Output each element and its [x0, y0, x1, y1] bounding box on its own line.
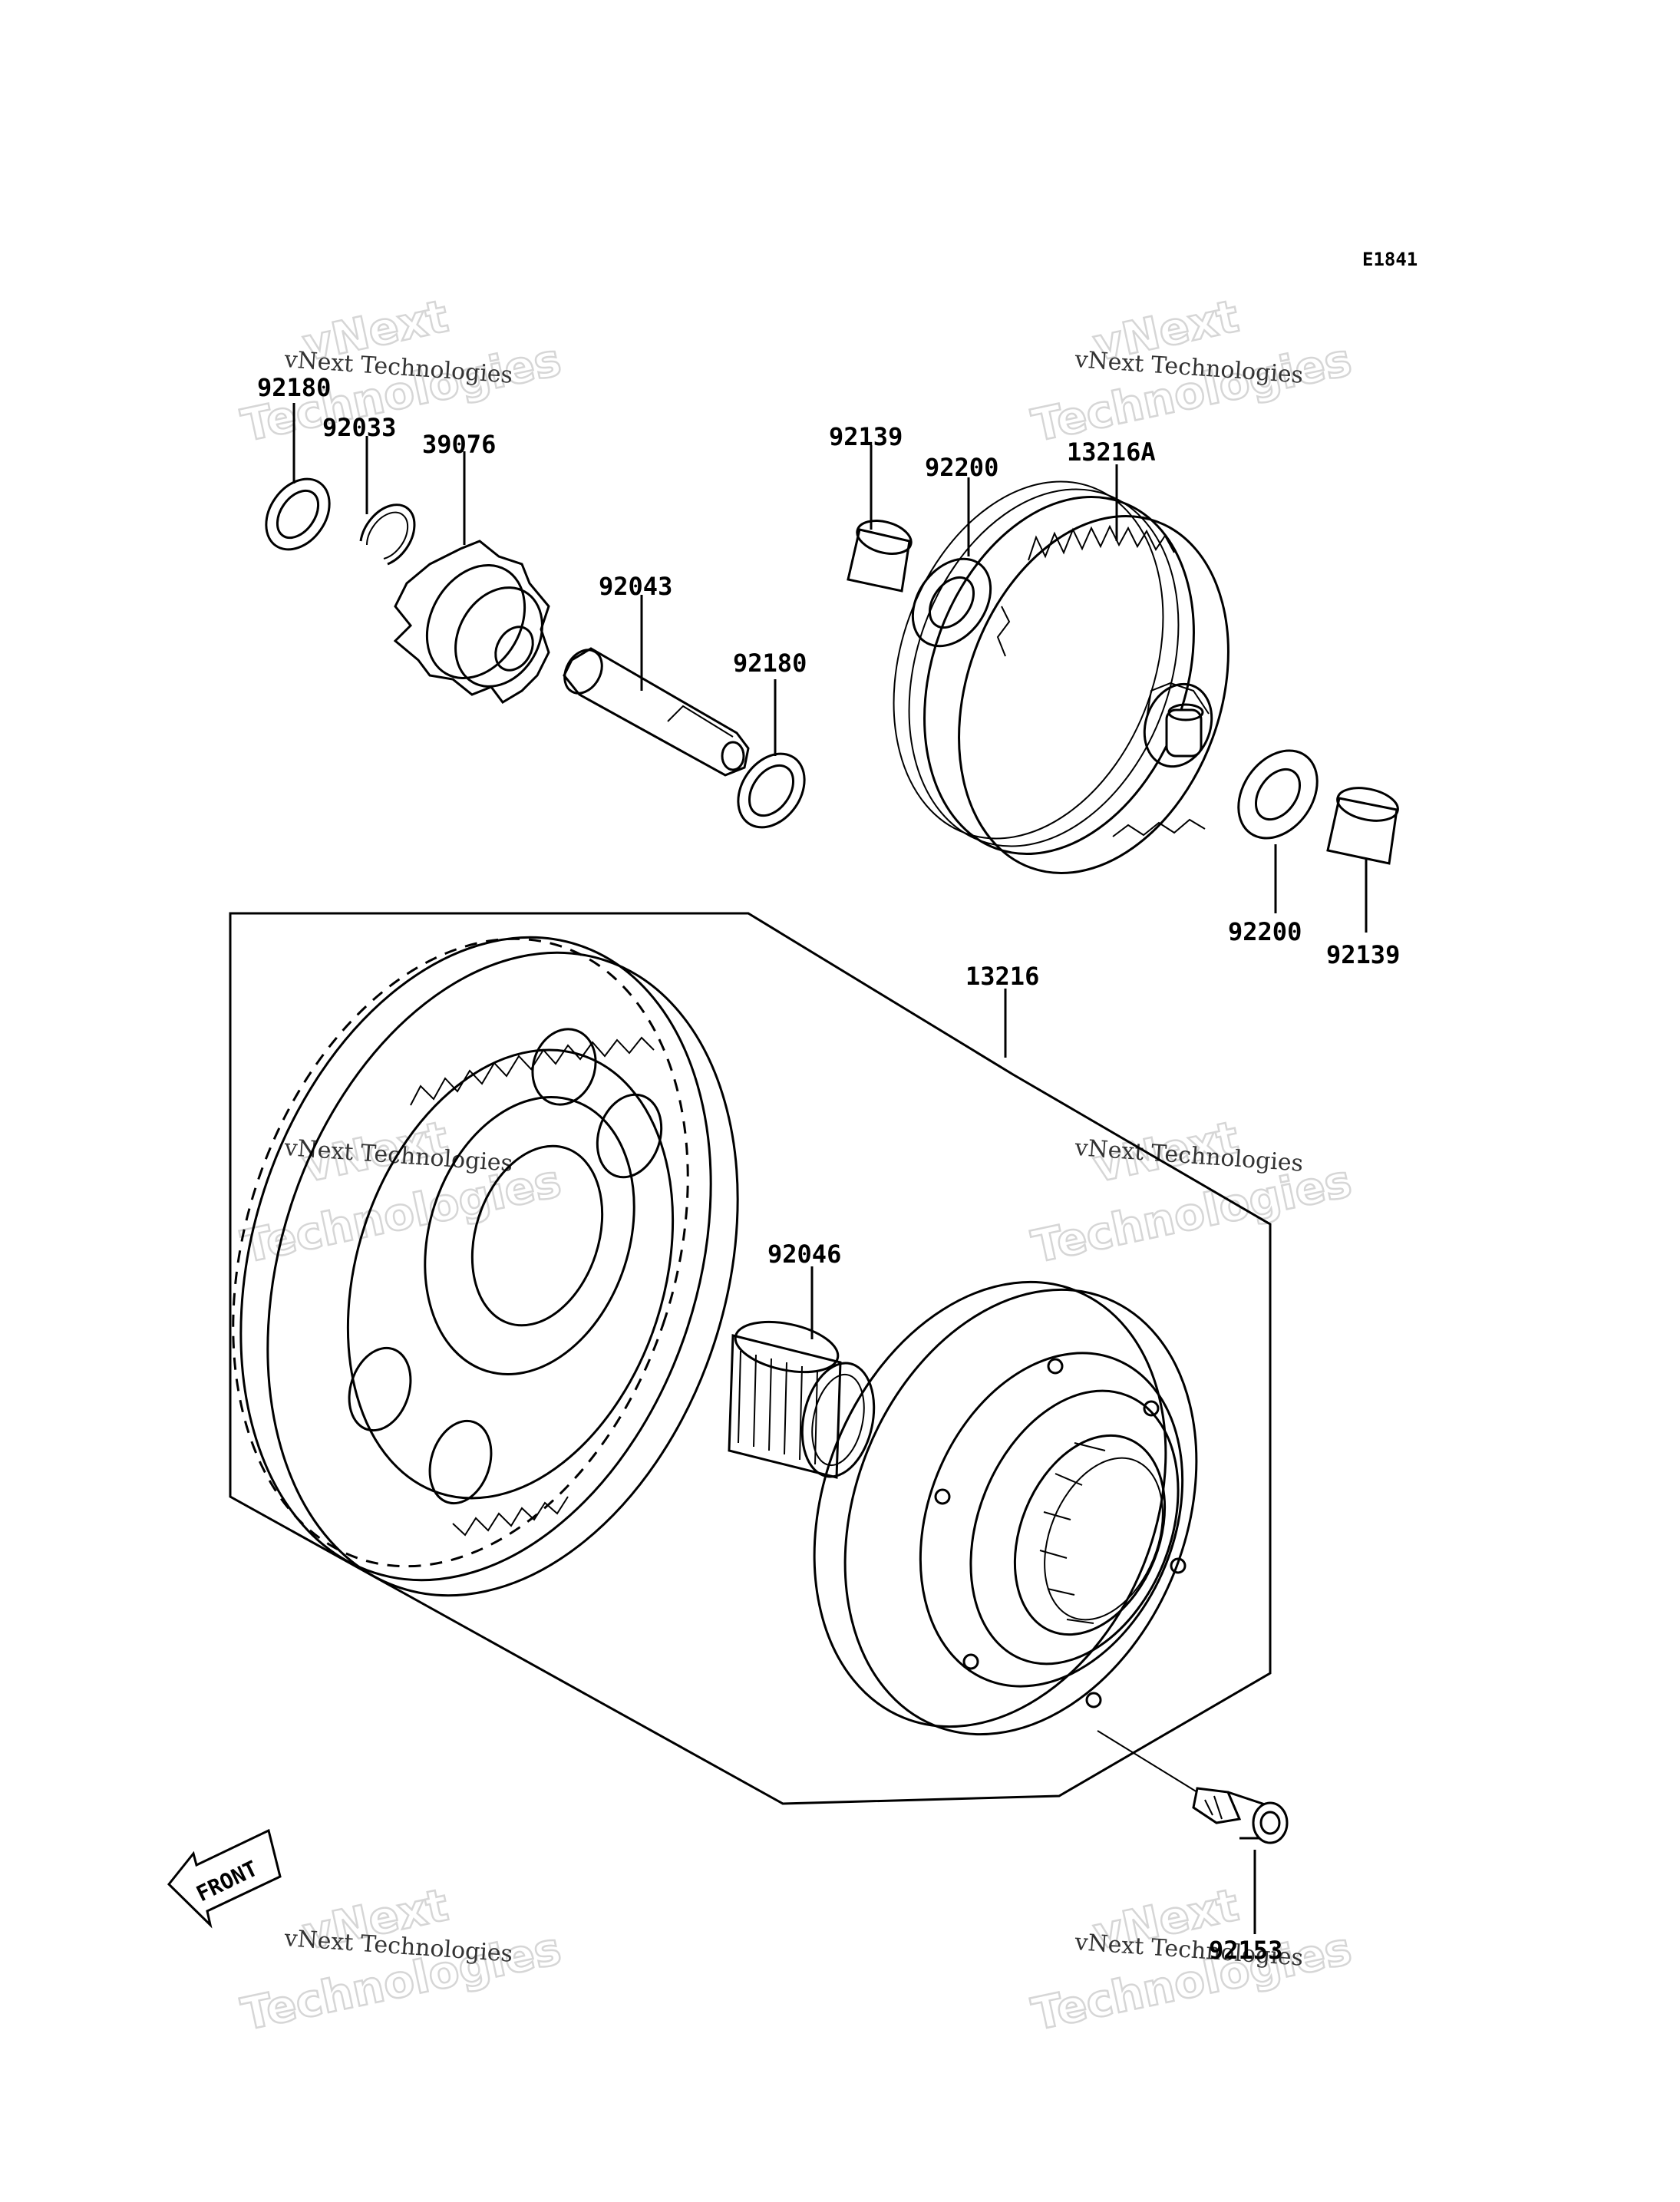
- starter-clutch-gear: [232, 936, 739, 1597]
- front-arrow-icon: FRONT: [167, 1828, 282, 1929]
- watermark-bottom-left: vNext Technologies vNext Technologies: [236, 1877, 566, 2042]
- washer-92200-left: [911, 477, 992, 648]
- label-13216a: 13216A: [1067, 437, 1156, 467]
- watermark-bottom-right: vNext Technologies vNext Technologies: [1027, 1877, 1357, 2042]
- shaft-92043: [563, 595, 750, 777]
- label-92200-right: 92200: [1228, 917, 1302, 946]
- gear-39076: [393, 451, 550, 704]
- circlip-92033: [359, 436, 416, 566]
- watermark-mid-right: vNext Technologies vNext Technologies: [1027, 1110, 1357, 1274]
- watermark-top-right: vNext Technologies vNext Technologies: [1027, 289, 1357, 453]
- washer-92180-top: [265, 403, 331, 551]
- collar-92139-left: [847, 445, 913, 593]
- label-92139-left: 92139: [829, 422, 903, 451]
- washer-92180-shaft: [737, 679, 806, 829]
- washer-92200-right: [1237, 749, 1319, 913]
- bolt-92153: [1097, 1730, 1289, 1934]
- diagram-code: E1841: [1362, 249, 1418, 270]
- assembly-box-13216: [229, 912, 1272, 1805]
- one-way-clutch: [813, 1280, 1198, 1736]
- collar-92139-right: [1326, 787, 1399, 933]
- watermark-top-left: vNext Technologies vNext Technologies: [236, 289, 566, 453]
- label-92200-left: 92200: [925, 453, 998, 482]
- label-92046: 92046: [767, 1240, 841, 1269]
- gear-13216a: [893, 464, 1229, 874]
- label-92180-top: 92180: [257, 373, 331, 402]
- label-92153: 92153: [1209, 1936, 1282, 1965]
- label-92033: 92033: [322, 413, 396, 442]
- label-39076: 39076: [422, 430, 496, 459]
- needle-bearing-92046: [728, 1266, 876, 1479]
- label-92043: 92043: [599, 572, 672, 601]
- label-92139-right: 92139: [1326, 940, 1400, 969]
- label-92180-shaft: 92180: [733, 649, 807, 678]
- label-13216: 13216: [965, 962, 1039, 991]
